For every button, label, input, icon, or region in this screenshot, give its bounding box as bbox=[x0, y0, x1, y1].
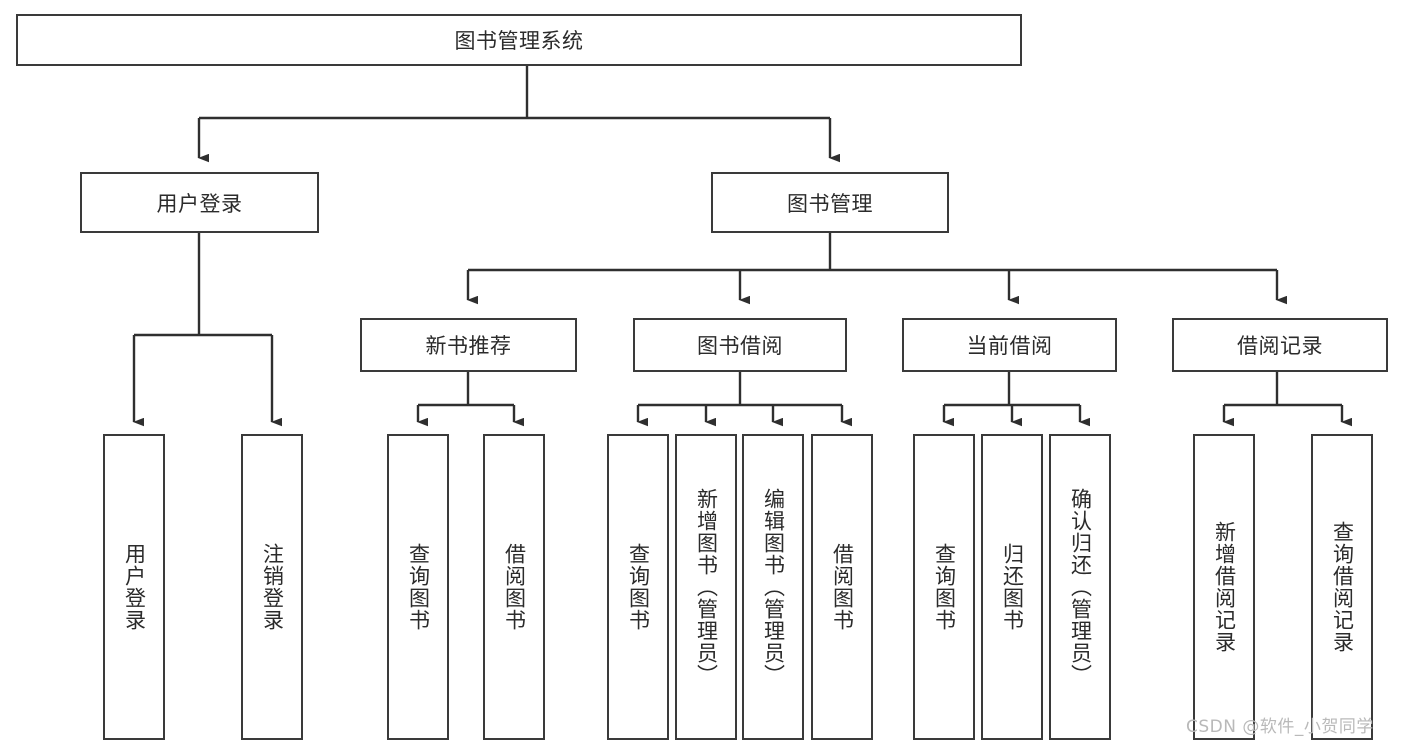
leaf-label: 确认归还（管理员） bbox=[1068, 488, 1093, 686]
node-current-borrow[interactable]: 当前借阅 bbox=[902, 318, 1117, 372]
leaf-label: 归还图书 bbox=[1000, 543, 1025, 631]
leaf-current-borrow-return[interactable]: 归还图书 bbox=[981, 434, 1043, 740]
leaf-label: 查询图书 bbox=[626, 543, 651, 631]
leaf-label: 用户登录 bbox=[122, 543, 147, 631]
leaf-book-borrow-edit[interactable]: 编辑图书（管理员） bbox=[742, 434, 804, 740]
leaf-label: 借阅图书 bbox=[502, 543, 527, 631]
leaf-label: 新增借阅记录 bbox=[1212, 521, 1237, 653]
leaf-label: 查询图书 bbox=[932, 543, 957, 631]
node-new-book-recommend[interactable]: 新书推荐 bbox=[360, 318, 577, 372]
leaf-current-borrow-confirm-return[interactable]: 确认归还（管理员） bbox=[1049, 434, 1111, 740]
node-root[interactable]: 图书管理系统 bbox=[16, 14, 1022, 66]
leaf-new-book-borrow[interactable]: 借阅图书 bbox=[483, 434, 545, 740]
leaf-current-borrow-query[interactable]: 查询图书 bbox=[913, 434, 975, 740]
node-borrow-record[interactable]: 借阅记录 bbox=[1172, 318, 1388, 372]
leaf-book-borrow-add[interactable]: 新增图书（管理员） bbox=[675, 434, 737, 740]
leaf-label: 借阅图书 bbox=[830, 543, 855, 631]
watermark: CSDN @软件_小贺同学 bbox=[1186, 717, 1374, 737]
leaf-new-book-query[interactable]: 查询图书 bbox=[387, 434, 449, 740]
leaf-borrow-record-add[interactable]: 新增借阅记录 bbox=[1193, 434, 1255, 740]
node-book-management[interactable]: 图书管理 bbox=[711, 172, 949, 233]
leaf-label: 注销登录 bbox=[260, 543, 285, 631]
leaf-user-login-logout[interactable]: 注销登录 bbox=[241, 434, 303, 740]
node-book-borrow[interactable]: 图书借阅 bbox=[633, 318, 847, 372]
leaf-borrow-record-query[interactable]: 查询借阅记录 bbox=[1311, 434, 1373, 740]
leaf-user-login-login[interactable]: 用户登录 bbox=[103, 434, 165, 740]
leaf-label: 查询图书 bbox=[406, 543, 431, 631]
leaf-label: 新增图书（管理员） bbox=[694, 488, 719, 686]
node-user-login[interactable]: 用户登录 bbox=[80, 172, 319, 233]
leaf-book-borrow-query[interactable]: 查询图书 bbox=[607, 434, 669, 740]
leaf-label: 编辑图书（管理员） bbox=[761, 488, 786, 686]
leaf-book-borrow-borrow[interactable]: 借阅图书 bbox=[811, 434, 873, 740]
leaf-label: 查询借阅记录 bbox=[1330, 521, 1355, 653]
